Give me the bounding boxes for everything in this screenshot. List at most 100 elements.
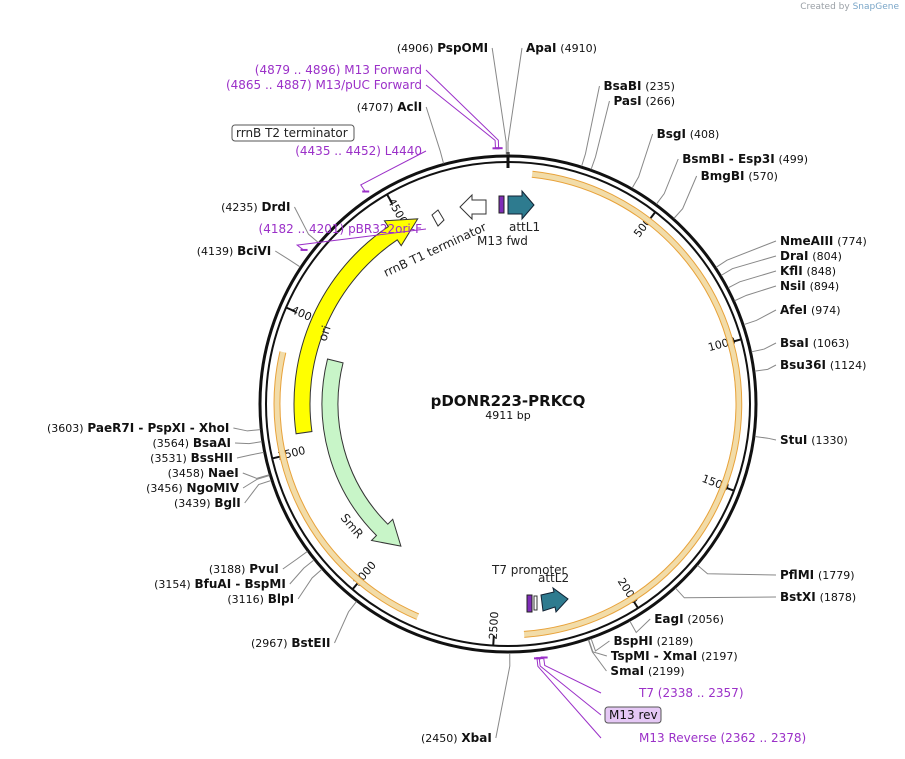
site-leader (656, 158, 679, 205)
primer-box (604, 706, 662, 724)
site-leader (289, 559, 315, 585)
restriction-site-label: PflMI (1779) (780, 568, 855, 582)
site-leader (495, 652, 511, 739)
ori-arrow (293, 218, 419, 435)
restriction-site-label: NsiI (894) (780, 279, 839, 293)
smr-arrow (321, 358, 402, 547)
orf-band-left-edge-inner (279, 352, 420, 615)
rrnb-t2-arrow (431, 209, 445, 227)
site-leader (425, 106, 445, 164)
plasmid-size: 4911 bp (485, 409, 530, 422)
snapgene-logo: SnapGene (852, 2, 899, 12)
site-leader (491, 47, 507, 156)
attl1-label: attL1 (509, 220, 540, 234)
restriction-site-label: (4235) DrdI (221, 200, 290, 214)
restriction-site-label: Bsu36I (1124) (780, 358, 866, 372)
restriction-site-label: SmaI (2199) (610, 664, 684, 678)
primer-label: (4865 .. 4887) M13/pUC Forward (226, 78, 422, 92)
site-leader (242, 472, 270, 479)
restriction-site-label: (4707) AclI (357, 100, 422, 114)
site-leader (629, 618, 651, 634)
restriction-site-label: DraI (804) (780, 249, 842, 263)
primer-label: (4879 .. 4896) M13 Forward (255, 63, 422, 77)
tick-label: 2500 (487, 611, 502, 640)
orf-band (523, 171, 742, 638)
primer-leader (536, 658, 602, 739)
site-leader (720, 255, 777, 276)
restriction-site-label: BstXI (1878) (780, 590, 856, 604)
restriction-site-label: EagI (2056) (654, 612, 724, 626)
t7-promoter-marker (526, 594, 533, 613)
site-leader (507, 47, 523, 155)
primer-leader (425, 84, 496, 149)
site-leader (297, 568, 323, 600)
restriction-site-label: (3116) BlpI (227, 592, 294, 606)
site-leader (294, 206, 319, 243)
primer-leader (295, 228, 427, 251)
site-leader (754, 364, 777, 372)
site-leader (697, 565, 777, 576)
attl2-arrow (540, 586, 569, 614)
site-leader (728, 270, 777, 289)
site-leader (244, 480, 272, 504)
restriction-site-label: AfeI (974) (780, 303, 841, 317)
restriction-site-label: (4139) BciVI (197, 244, 272, 258)
restriction-site-label: BmgBI (570) (701, 169, 778, 183)
primer-leader (360, 150, 427, 192)
tick-mark (492, 635, 495, 646)
plasmid-name: pDONR223-PRKCQ (431, 392, 586, 410)
rrnb-t2-label: rrnB T2 terminator (236, 126, 348, 140)
restriction-site-label: BsgI (408) (657, 127, 720, 141)
site-leader (754, 436, 777, 441)
primer-label: (4182 .. 4201) pBR322ori-F (259, 222, 423, 236)
tick-mark (386, 193, 393, 204)
orf-band-left (273, 351, 419, 620)
site-leader (590, 100, 610, 170)
restriction-site-label: BsaBI (235) (603, 79, 674, 93)
site-leader (334, 601, 357, 644)
restriction-site-label: (3456) NgoMIV (146, 481, 240, 495)
restriction-site-label: TspMI - XmaI (2197) (611, 649, 738, 663)
attl2-label: attL2 (538, 571, 569, 585)
snapgene-credit: Created by SnapGene (800, 2, 899, 12)
restriction-site-label: (2967) BstEII (251, 636, 331, 650)
site-leader (587, 639, 607, 672)
restriction-site-label: BsmBI - Esp3I (499) (682, 152, 808, 166)
restriction-site-label: (3564) BsaAI (152, 436, 231, 450)
restriction-site-label: (3188) PvuI (209, 562, 279, 576)
site-leader (631, 133, 654, 189)
restriction-site-label: (2450) XbaI (421, 731, 492, 745)
restriction-site-label: (4906) PspOMI (397, 41, 488, 55)
rrnb-t2-box (231, 124, 355, 142)
site-leader (275, 250, 301, 268)
tick-mark (285, 306, 296, 313)
site-leader (734, 285, 777, 302)
feature-layer (273, 170, 743, 638)
site-leader (673, 175, 698, 219)
primer-label: M13 rev (609, 708, 658, 722)
restriction-site-label: (3531) BssHII (150, 451, 233, 465)
primer-layer: (4879 .. 4896) M13 Forward(4865 .. 4887)… (226, 63, 806, 745)
restriction-site-label: PasI (266) (613, 94, 675, 108)
restriction-site-label: (3458) NaeI (168, 466, 239, 480)
primer-leader (538, 658, 602, 716)
restriction-site-label: BsaI (1063) (780, 336, 849, 350)
restriction-site-label: (3603) PaeR7I - PspXI - XhoI (47, 421, 229, 435)
rrnb-t1-arrow (459, 193, 487, 221)
orf-band-edge-inner (523, 176, 737, 632)
primer-label: M13 Reverse (2362 .. 2378) (639, 731, 806, 745)
m13-fwd-marker (498, 195, 505, 214)
credit-prefix: Created by (800, 2, 850, 12)
site-leader (743, 309, 777, 326)
site-leader (234, 441, 262, 445)
ori-label: ori (316, 324, 334, 343)
t7-promoter-small (533, 595, 538, 611)
site-leader (590, 638, 610, 652)
site-leader (282, 551, 308, 570)
primer-label: T7 (2338 .. 2357) (638, 686, 744, 700)
site-leader (233, 427, 261, 432)
backbone-layer (258, 152, 758, 654)
primer-leader (543, 657, 602, 694)
